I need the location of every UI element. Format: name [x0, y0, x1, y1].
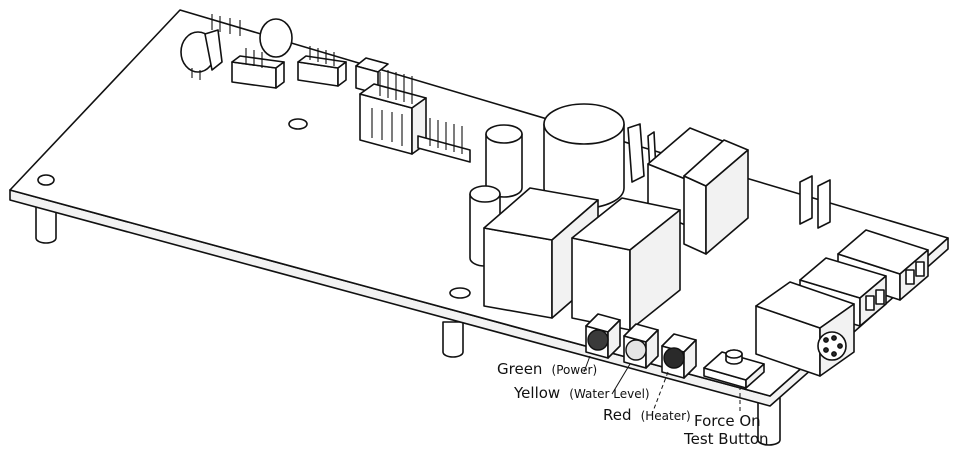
red-led-label: Red (Heater)	[603, 405, 691, 424]
right-connectors	[755, 229, 929, 377]
pin-header-2	[417, 118, 471, 163]
quick-connect-tabs	[799, 175, 831, 229]
relays	[627, 123, 749, 255]
test-button-label-line1: Force On	[694, 412, 761, 430]
transformers	[483, 187, 681, 331]
top-left-components	[180, 14, 389, 95]
capacitors	[469, 103, 625, 267]
leader-lines	[583, 355, 741, 415]
red-led	[663, 347, 685, 369]
pin-header-block	[359, 70, 427, 155]
test-button-label-line2: Test Button	[683, 430, 769, 448]
yellow-led-label: Yellow (Water Level)	[513, 383, 650, 402]
green-led	[587, 329, 609, 351]
test-button	[703, 349, 765, 389]
yellow-led	[625, 339, 647, 361]
green-led-label: Green (Power)	[497, 359, 597, 378]
